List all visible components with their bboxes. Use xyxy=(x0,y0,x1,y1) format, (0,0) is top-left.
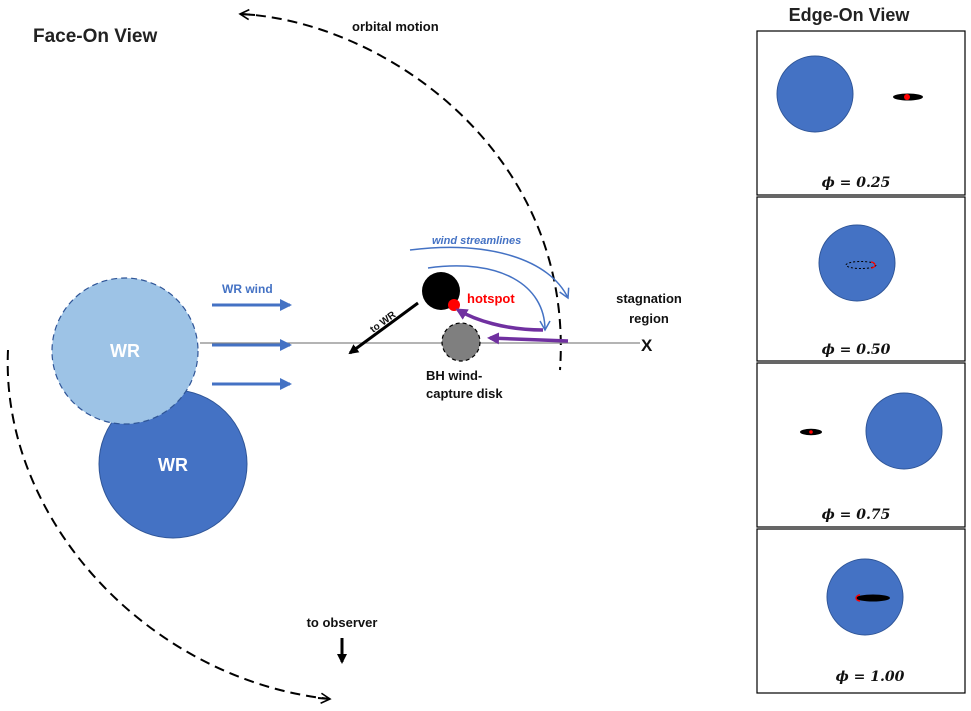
purple-flow-arrow-1 xyxy=(455,308,544,332)
hotspot-edge xyxy=(870,261,876,269)
to-wr-arrow xyxy=(348,301,419,355)
orbital-arc-arrowhead-top xyxy=(238,8,256,21)
edge-on-title: Edge-On View xyxy=(789,5,911,25)
hotspot-marker xyxy=(448,299,460,311)
phase-label: ϕ = 0.75 xyxy=(822,507,891,523)
orbital-arc-top xyxy=(239,13,562,371)
edge-on-panel-050: ϕ = 0.50 xyxy=(756,196,966,362)
bh-disk-edge xyxy=(856,594,890,602)
bh-wind-capture-disk xyxy=(441,322,481,362)
bh-disk-label-line-2: capture disk xyxy=(426,386,503,401)
wr-wind-label: WR wind xyxy=(222,282,273,296)
stagnation-x-mark: X xyxy=(641,336,653,355)
wr-star-light-label: WR xyxy=(110,341,140,361)
hotspot-edge xyxy=(904,94,910,100)
edge-on-panel-100: ϕ = 1.00 xyxy=(756,528,966,694)
wind-streamline-inner xyxy=(427,265,551,332)
bh-disk-edge-hidden xyxy=(845,261,877,269)
edge-on-panel-025: ϕ = 0.25 xyxy=(756,30,966,196)
wind-streamline-outer xyxy=(409,246,570,300)
purple-flow-arrow-2 xyxy=(487,332,569,345)
wind-streamlines-label: wind streamlines xyxy=(432,235,521,247)
hotspot-label: hotspot xyxy=(467,291,515,306)
to-observer-label: to observer xyxy=(307,615,378,630)
wr-star-edge xyxy=(865,392,943,470)
stagnation-label-line-2: region xyxy=(629,311,669,326)
orbital-arc-bottom xyxy=(6,349,331,700)
phase-label: ϕ = 0.25 xyxy=(822,175,891,191)
edge-on-panel-075: ϕ = 0.75 xyxy=(756,362,966,528)
hotspot-edge xyxy=(809,430,813,434)
bh-disk-label-line-1: BH wind- xyxy=(426,368,482,383)
orbital-motion-label: orbital motion xyxy=(352,19,439,34)
wr-star-dark-label: WR xyxy=(158,455,188,475)
face-on-title: Face-On View xyxy=(33,26,157,47)
wr-star-edge xyxy=(776,55,854,133)
stagnation-label-line-1: stagnation xyxy=(616,291,682,306)
phase-label: ϕ = 0.50 xyxy=(822,342,891,358)
wr-star-edge xyxy=(818,224,896,302)
wr-star-light xyxy=(51,277,199,425)
phase-label: ϕ = 1.00 xyxy=(836,669,905,685)
hotspot-edge xyxy=(855,594,861,602)
orbital-arc-arrowhead-bottom xyxy=(317,692,332,704)
